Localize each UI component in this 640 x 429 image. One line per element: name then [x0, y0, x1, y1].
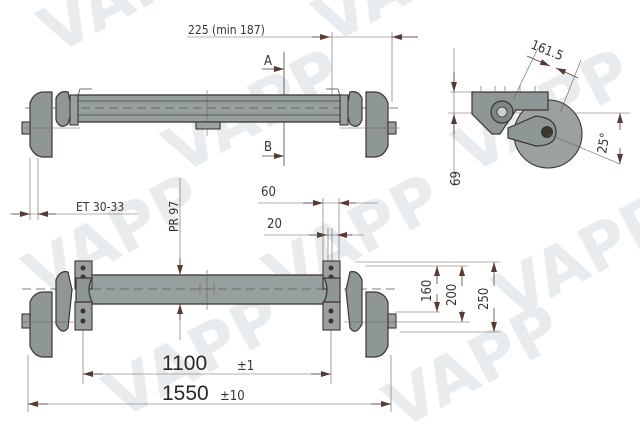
top-view-axle: 225 (min 187) A B E	[10, 23, 418, 220]
svg-text:VAPP: VAPP	[303, 0, 504, 59]
dim-250: 250	[477, 288, 492, 310]
dim-200: 200	[445, 284, 460, 306]
dim-angle-length: 161.5	[529, 38, 566, 64]
dim-angle: 25°	[595, 132, 613, 155]
dim-1100: 1100	[162, 352, 207, 375]
tol-1100: ±1	[237, 359, 254, 374]
dim-60: 60	[261, 185, 276, 200]
bottom-view-axle: PR 97 60 20	[21, 178, 500, 412]
section-b-label: B	[264, 140, 272, 155]
dim-et: ET 30-33	[76, 200, 124, 214]
dim-20: 20	[267, 217, 282, 232]
tol-1550: ±10	[220, 389, 245, 404]
section-a-label: A	[264, 54, 272, 69]
side-view-swing-arm: 69 161.5 25°	[448, 38, 630, 186]
svg-text:VAPP: VAPP	[373, 290, 574, 429]
dim-height: 69	[449, 171, 464, 186]
dim-160: 160	[420, 280, 435, 302]
dim-1550: 1550	[162, 382, 209, 405]
dim-pr: PR 97	[167, 201, 181, 232]
dim-hub-offset: 225 (min 187)	[188, 23, 265, 37]
